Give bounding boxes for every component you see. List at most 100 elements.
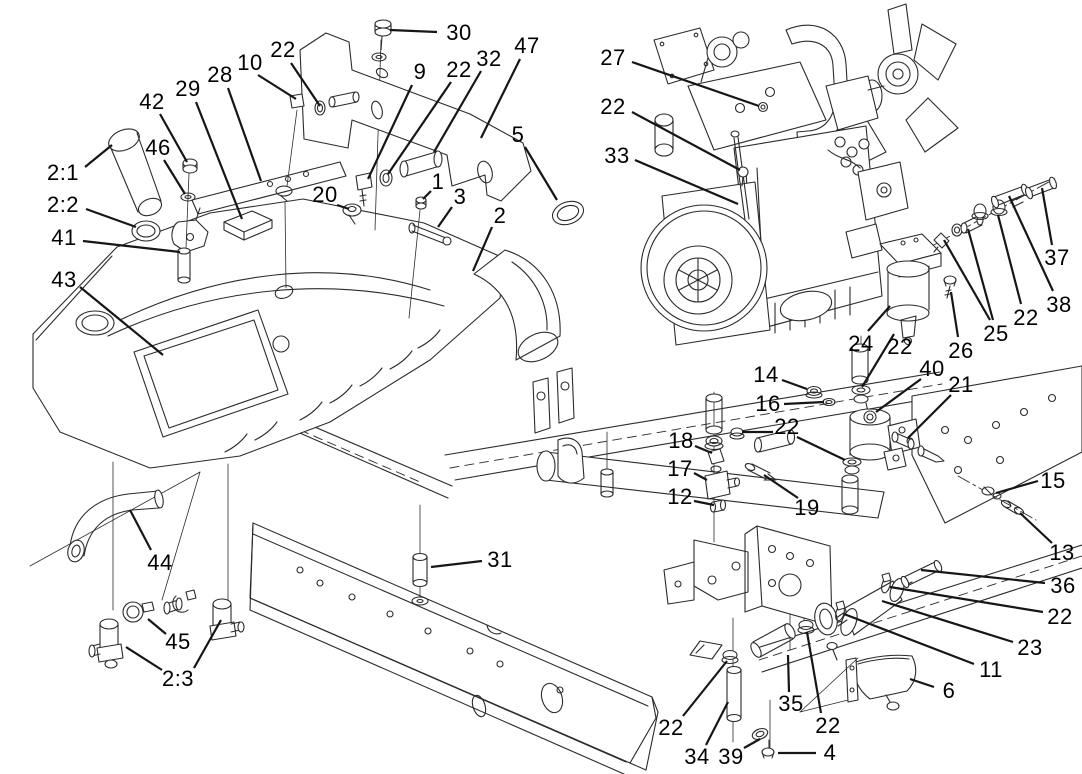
callout-22-21: 22 (600, 94, 626, 119)
callout-16-31: 16 (755, 391, 781, 416)
leader-line-38 (1008, 195, 1054, 292)
leader-line-2:3 (193, 619, 222, 669)
leader-line-41 (82, 239, 181, 254)
leader-line-43 (79, 286, 164, 356)
leader-line-5 (524, 146, 558, 201)
callout-26-27: 26 (948, 338, 974, 363)
leader-line-32 (433, 70, 482, 153)
callout-45-47: 45 (165, 629, 191, 654)
leader-line-1 (422, 190, 432, 200)
callout-11-44: 11 (979, 657, 1003, 682)
leader-line-22 (796, 436, 846, 461)
leader-line-2:3 (125, 646, 163, 671)
leader-line-42 (159, 113, 188, 163)
callout-47-1: 47 (514, 33, 540, 58)
leader-line-9 (367, 84, 413, 180)
leader-line-2:1 (84, 144, 113, 168)
leader-line-21 (907, 394, 952, 439)
callout-2-18: 2 (493, 203, 507, 228)
callout-34-54: 34 (684, 744, 710, 769)
leader-line-14 (781, 378, 808, 391)
leader-line-16 (783, 400, 825, 406)
leader-line-18 (694, 444, 713, 455)
leader-line-25 (943, 239, 991, 321)
leader-line-46 (163, 159, 186, 195)
leader-line-27 (631, 60, 760, 108)
leader-line-30 (389, 28, 438, 34)
callout-13-40: 13 (1049, 540, 1075, 565)
leader-line-6 (909, 677, 935, 689)
leader-line-24 (867, 305, 891, 332)
leader-line-19 (763, 474, 799, 499)
callout-41-13: 41 (51, 225, 77, 250)
fuel-tank-illustration (32, 198, 585, 469)
callout-14-30: 14 (753, 362, 779, 387)
dipstick-illustration (108, 128, 163, 242)
leader-line-22 (996, 214, 1023, 305)
leader-line-36 (920, 568, 1046, 585)
callout-42-9: 42 (139, 89, 165, 114)
fuel-pump-illustration (805, 335, 945, 515)
leader-line-12 (693, 499, 715, 507)
leader-line-22 (682, 660, 728, 717)
leader-line-28 (226, 87, 263, 182)
leader-line-11 (843, 612, 975, 666)
callout-22-51: 22 (815, 713, 841, 738)
callout-35-50: 35 (778, 691, 804, 716)
leader-line-31 (430, 559, 483, 569)
callout-19-36: 19 (794, 495, 820, 520)
leader-line-37 (1040, 187, 1054, 246)
callout-36-41: 36 (1050, 573, 1076, 598)
leader-line-22 (861, 333, 895, 388)
leader-line-34 (705, 701, 729, 746)
callout-9-4: 9 (413, 59, 427, 84)
callout-40-37: 40 (919, 356, 945, 381)
leader-line-47 (480, 58, 521, 139)
leader-line-44 (129, 509, 152, 551)
leader-line-33 (634, 158, 739, 206)
leader-line-13 (1019, 512, 1053, 544)
callout-22-55: 22 (658, 715, 684, 740)
callout-33-22: 33 (604, 143, 630, 168)
leader-line-22 (889, 585, 1044, 614)
callout-27-20: 27 (600, 45, 626, 70)
callout-3-17: 3 (453, 184, 467, 209)
callout-2:3-48: 2:3 (161, 666, 195, 691)
leader-line-40 (875, 378, 922, 413)
callout-15-39: 15 (1040, 468, 1066, 493)
callout-25-26: 25 (983, 321, 1009, 346)
callout-2:1-11: 2:1 (46, 160, 80, 185)
callout-29-8: 29 (175, 76, 201, 101)
callout-44-46: 44 (147, 550, 173, 575)
leader-line-15 (995, 479, 1039, 495)
callout-22-42: 22 (1047, 604, 1073, 629)
leader-line-35 (786, 654, 791, 693)
callout-6-45: 6 (942, 678, 956, 703)
callout-30-0: 30 (446, 20, 472, 45)
callout-31-49: 31 (487, 547, 513, 572)
leader-line-29 (194, 101, 244, 220)
callout-24-28: 24 (848, 331, 874, 356)
callout-1-16: 1 (431, 169, 445, 194)
callout-22-5: 22 (270, 37, 296, 62)
leader-line-17 (693, 472, 708, 481)
callout-32-2: 32 (476, 46, 502, 71)
callout-5-19: 5 (511, 122, 525, 147)
control-rod-fittings-illustration (275, 91, 452, 319)
callout-20-15: 20 (312, 182, 338, 207)
callout-17-34: 17 (667, 456, 693, 481)
callout-22-3: 22 (446, 57, 472, 82)
callout-4-52: 4 (823, 740, 837, 765)
leader-line-3 (437, 206, 453, 228)
leader-line-22 (290, 62, 321, 107)
leader-line-26 (949, 291, 960, 338)
leader-line-22 (805, 631, 823, 714)
engine-illustration (640, 3, 959, 346)
callout-10-6: 10 (237, 50, 263, 75)
leader-line-20 (336, 203, 350, 211)
callout-37-23: 37 (1044, 245, 1070, 270)
leader-line-22 (387, 81, 452, 175)
leader-line-45 (147, 618, 167, 635)
